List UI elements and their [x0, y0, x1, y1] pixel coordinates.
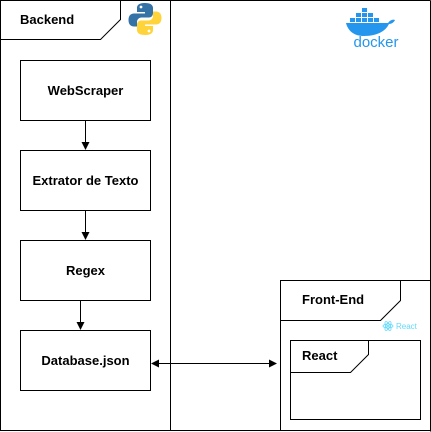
node-extrator[interactable]: Extrator de Texto: [20, 150, 151, 211]
node-regex[interactable]: Regex: [20, 240, 151, 301]
docker-logo-text: docker: [353, 34, 398, 51]
react-frame-label: React: [302, 348, 338, 363]
node-regex-label: Regex: [66, 263, 106, 278]
node-webscraper[interactable]: WebScraper: [20, 60, 151, 121]
backend-frame-label: Backend: [20, 12, 74, 27]
react-logo-icon: [382, 321, 394, 331]
react-frame[interactable]: React: [290, 340, 421, 420]
node-webscraper-label: WebScraper: [48, 83, 124, 98]
frontend-frame-label: Front-End: [302, 292, 364, 307]
python-logo-icon: [128, 3, 162, 35]
node-extrator-label: Extrator de Texto: [33, 173, 139, 188]
node-database[interactable]: Database.json: [20, 330, 151, 391]
node-database-label: Database.json: [41, 353, 129, 368]
docker-whale-icon: [346, 8, 395, 36]
react-logo-text: React: [396, 322, 418, 331]
backend-frame: Backend: [0, 0, 171, 431]
